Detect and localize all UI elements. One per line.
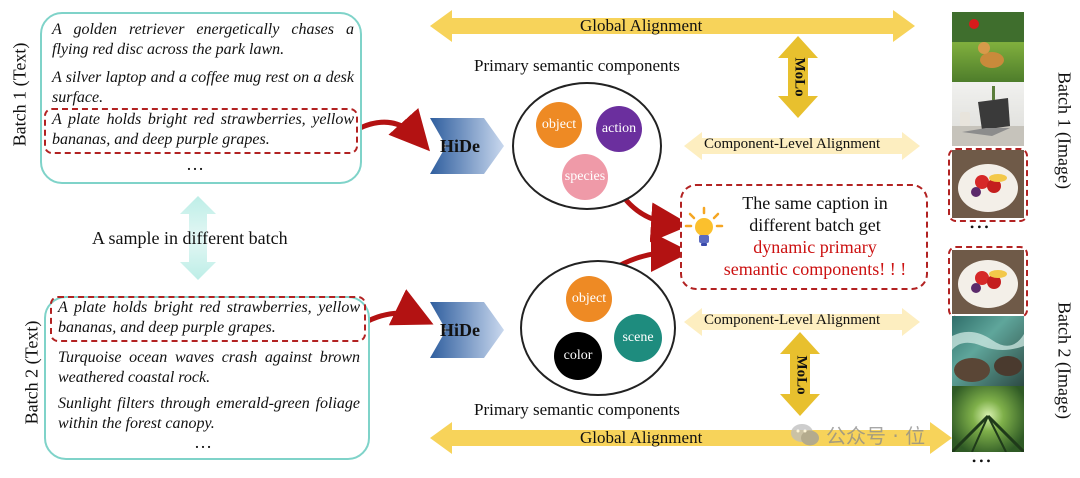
image-ellipsis-1: • • •	[970, 220, 989, 234]
component-alignment-label-top: Component-Level Alignment	[704, 136, 881, 152]
molo-arrow-bottom	[780, 332, 820, 416]
red-arrow-batch2-to-hide	[360, 289, 434, 327]
fruit-plate-picture-1	[958, 164, 1018, 212]
hide-label-top: HiDe	[440, 136, 480, 156]
batch2-text-box	[44, 296, 370, 460]
image-forest-canopy	[952, 386, 1024, 452]
image-fruit-plate-2	[952, 250, 1024, 314]
batch1-caption-3: A plate holds bright red strawberries, y…	[52, 111, 354, 148]
global-alignment-label-bottom: Global Alignment	[580, 428, 703, 447]
molo-label-bottom: MoLo	[793, 355, 810, 395]
note-line-1: The same caption in	[742, 193, 888, 213]
ocean-rocks-picture	[952, 331, 1024, 382]
note-line-2: different batch get	[749, 215, 881, 235]
molo-label-top: MoLo	[791, 57, 808, 97]
red-arrow-top-to-note	[624, 198, 691, 243]
insight-note: The same caption in different batch get …	[680, 184, 928, 290]
image-ocean-rocks	[952, 316, 1024, 386]
batch2-ellipsis: …	[194, 432, 214, 452]
hide-chevron-bottom	[430, 302, 504, 358]
note-line-3: dynamic primary	[753, 237, 877, 257]
watermark-text: 公众号 · 位	[826, 424, 926, 448]
component-action-top: action	[596, 106, 642, 152]
batch1-image-label: Batch 1 (Image)	[1054, 72, 1075, 189]
image-highlight-box-1	[948, 148, 1028, 222]
component-scene-bottom: scene	[614, 314, 662, 362]
lightbulb-icon	[684, 206, 724, 246]
global-alignment-label-top: Global Alignment	[580, 16, 703, 35]
batch2-text-label: Batch 2 (Text)	[21, 320, 42, 425]
batch1-ellipsis: …	[186, 154, 206, 174]
image-ellipsis-2: • • •	[972, 454, 991, 468]
component-object-bottom: object	[566, 276, 612, 322]
laptop-mug-picture	[952, 86, 1024, 146]
batch2-caption-1: A plate holds bright red strawberries, y…	[58, 299, 360, 336]
global-alignment-arrow-top	[430, 10, 915, 42]
red-arrow-batch1-to-hide	[358, 108, 430, 152]
image-dog-frisbee	[952, 12, 1024, 82]
batch1-caption-1: A golden retriever energetically chases …	[52, 21, 354, 58]
image-laptop-mug	[952, 82, 1024, 146]
batch1-text-box	[40, 12, 362, 184]
image-fruit-plate-1	[952, 150, 1024, 218]
component-color-bottom: color	[554, 332, 602, 380]
component-alignment-arrow-bottom	[684, 308, 920, 336]
watermark: 公众号 · 位	[790, 420, 925, 449]
primary-components-label-bottom: Primary semantic components	[474, 400, 680, 419]
component-alignment-label-bottom: Component-Level Alignment	[704, 312, 881, 328]
batch2-caption-2: Turquoise ocean waves crash against brow…	[58, 349, 360, 386]
batch1-text-label: Batch 1 (Text)	[9, 42, 30, 147]
batch2-highlight-box	[50, 296, 366, 342]
hide-chevron-top	[430, 118, 504, 174]
component-object-top: object	[536, 102, 582, 148]
sample-label: A sample in different batch	[92, 228, 288, 248]
component-species-top: species	[562, 154, 608, 200]
batch1-highlight-box	[44, 108, 358, 154]
primary-components-label-top: Primary semantic components	[474, 56, 680, 75]
fruit-plate-picture-2	[958, 260, 1018, 308]
wechat-icon	[791, 423, 819, 445]
component-alignment-arrow-top	[684, 132, 920, 160]
batch2-caption-3: Sunlight filters through emerald-green f…	[58, 395, 360, 432]
hide-label-bottom: HiDe	[440, 320, 480, 340]
sample-link-arrow	[180, 196, 216, 280]
dog-frisbee-picture	[952, 12, 1024, 68]
molo-arrow-top	[778, 36, 818, 118]
batch2-image-label: Batch 2 (Image)	[1054, 302, 1075, 419]
global-alignment-arrow-bottom	[430, 422, 952, 454]
image-highlight-box-2	[948, 246, 1028, 318]
forest-canopy-picture	[952, 414, 1024, 452]
batch1-caption-2: A silver laptop and a coffee mug rest on…	[52, 69, 354, 106]
note-line-4: semantic components! ! !	[723, 259, 907, 279]
